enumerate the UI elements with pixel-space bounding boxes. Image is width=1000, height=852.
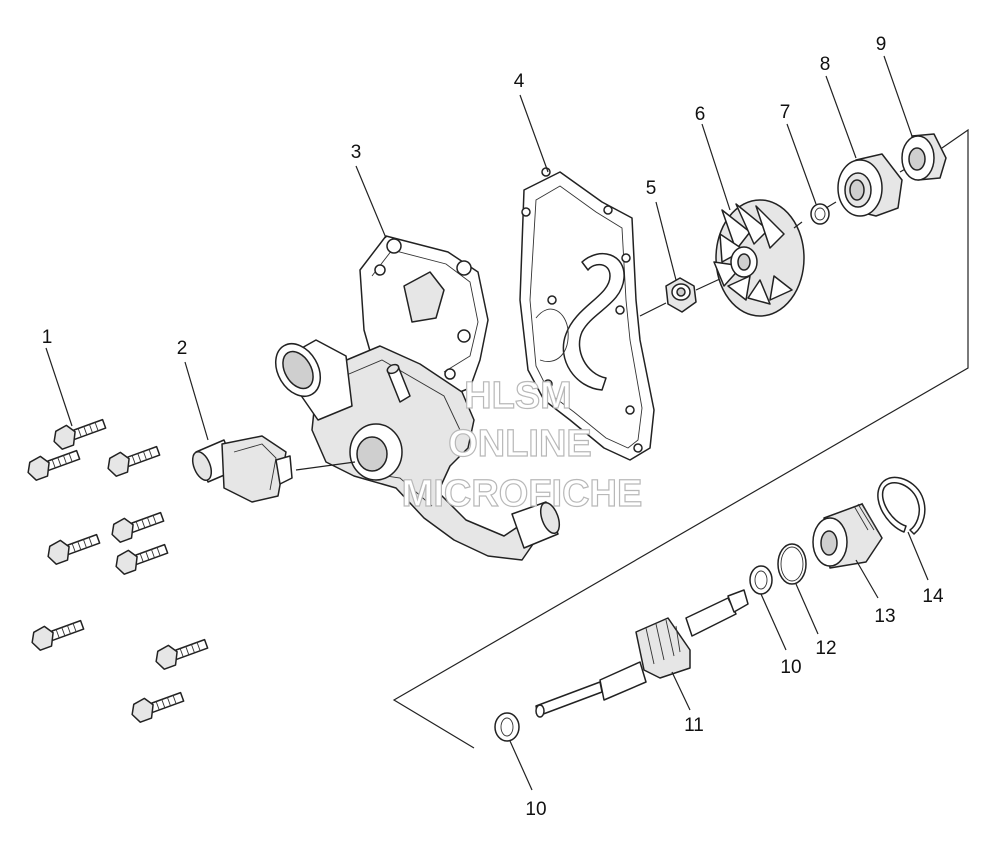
- washer-lower[interactable]: [494, 712, 520, 742]
- watermark: HLSM ONLINE MICROFICHE: [401, 374, 643, 515]
- retaining-ring[interactable]: [877, 476, 926, 535]
- bolt-group: [24, 413, 209, 724]
- bolt[interactable]: [128, 686, 185, 724]
- part-label-5[interactable]: 5: [646, 178, 657, 199]
- impeller-nut[interactable]: [665, 277, 697, 313]
- part-label-3[interactable]: 3: [351, 142, 362, 163]
- bolt[interactable]: [24, 444, 81, 482]
- washer-upper[interactable]: [749, 565, 773, 595]
- seal[interactable]: [837, 153, 903, 217]
- part-label-10-upper[interactable]: 10: [780, 657, 801, 678]
- o-ring-large[interactable]: [777, 543, 807, 585]
- pump-housing[interactable]: [267, 235, 563, 561]
- part-label-8[interactable]: 8: [820, 54, 831, 75]
- watermark-line-1: HLSM: [464, 375, 572, 417]
- watermark-line-2: ONLINE: [448, 423, 592, 465]
- pump-shaft[interactable]: [535, 589, 749, 718]
- assembly-bracket: [392, 128, 969, 749]
- bolt[interactable]: [104, 440, 161, 478]
- part-label-9[interactable]: 9: [876, 34, 887, 55]
- part-label-7[interactable]: 7: [780, 102, 791, 123]
- part-label-10-lower[interactable]: 10: [525, 799, 546, 820]
- bolt[interactable]: [50, 413, 107, 451]
- bolt[interactable]: [152, 633, 209, 671]
- o-ring[interactable]: [810, 203, 830, 225]
- bolt[interactable]: [44, 528, 101, 566]
- bolt[interactable]: [112, 538, 169, 576]
- bolt[interactable]: [108, 506, 165, 544]
- part-label-14[interactable]: 14: [922, 586, 944, 607]
- bearing-bushing[interactable]: [812, 502, 883, 569]
- part-label-11[interactable]: 11: [684, 715, 704, 736]
- part-label-2[interactable]: 2: [177, 338, 188, 359]
- bolt[interactable]: [28, 614, 85, 652]
- part-label-6[interactable]: 6: [695, 104, 706, 125]
- elbow-fitting[interactable]: [189, 435, 293, 503]
- part-label-1[interactable]: 1: [42, 327, 53, 348]
- oil-seal[interactable]: [901, 133, 947, 181]
- part-label-13[interactable]: 13: [874, 606, 895, 627]
- part-labels: 1 2 3 4 5 6 7 8 9 10 10 11 12 13 14: [42, 34, 944, 820]
- part-label-4[interactable]: 4: [514, 71, 525, 92]
- leader-lines: [45, 55, 929, 791]
- housing-gasket[interactable]: [519, 167, 655, 461]
- part-label-12[interactable]: 12: [815, 638, 836, 659]
- impeller[interactable]: [713, 199, 805, 317]
- watermark-line-3: MICROFICHE: [402, 473, 643, 515]
